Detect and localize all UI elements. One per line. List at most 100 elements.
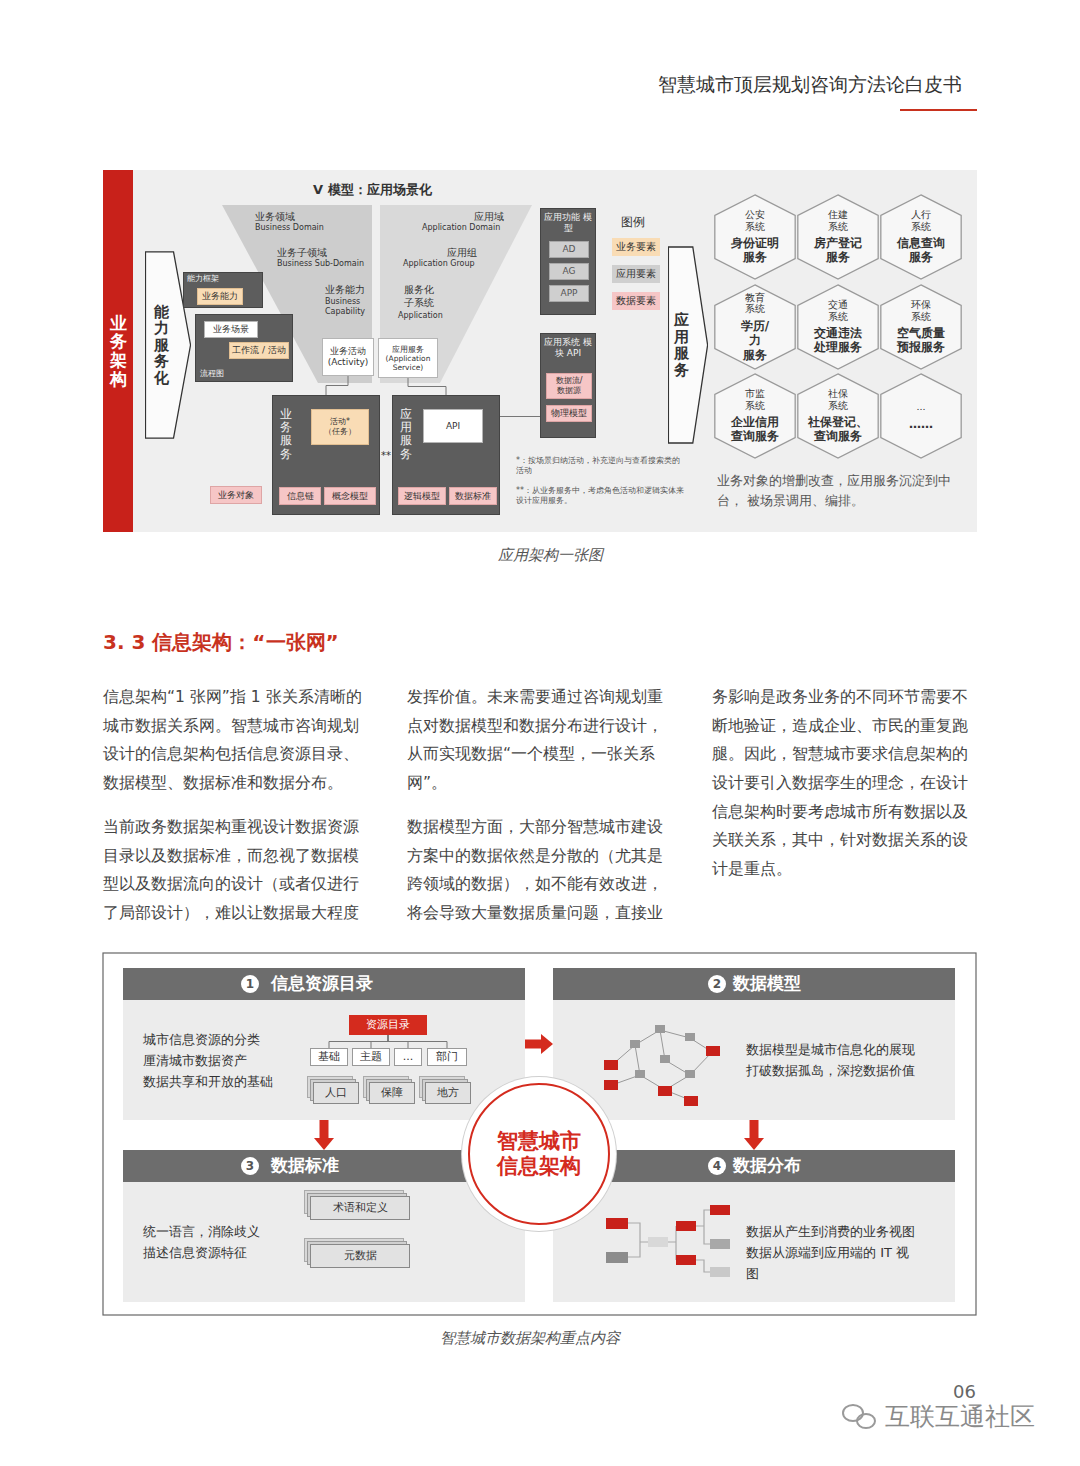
- label-text: Business Domain: [255, 223, 324, 233]
- label-text: Business Sub-Domain: [277, 259, 364, 269]
- node-text: APP: [560, 288, 577, 299]
- element-box: APP: [549, 285, 589, 302]
- catalog-card: 地方: [425, 1082, 471, 1104]
- node-text: 人口: [325, 1086, 347, 1099]
- node-text: 信息资源目录: [271, 973, 373, 994]
- service-hexagon: ...……: [880, 373, 962, 459]
- label-text: **：从业务服务中，考虑角色活动和逻辑实体来设计应用服务。: [516, 486, 684, 506]
- node-text: ...: [403, 1050, 414, 1063]
- label-text: 数据模型方面，大部分智慧城市建设方案中的数据依然是分散的（尤其是跨领域的数据），…: [407, 813, 675, 928]
- node-text: 社保登记、 查询服务: [808, 415, 868, 444]
- node-text: 环保 系统: [911, 299, 931, 322]
- node-text: ...: [916, 401, 925, 412]
- label-text: 互联互通社区: [885, 1401, 1035, 1432]
- node-text: 能力框架: [187, 274, 219, 284]
- node-text: 空气质量 预报服务: [897, 326, 945, 355]
- callout-number: 4: [708, 1157, 726, 1175]
- connector: [326, 376, 348, 395]
- catalog-box: ...: [394, 1048, 422, 1066]
- label-text: Business Capability: [325, 297, 377, 317]
- label-text: 服务化 子系统: [404, 284, 434, 309]
- node-text: 交通违法 处理服务: [814, 326, 862, 355]
- label-text: 智慧城市数据架构重点内容: [440, 1329, 620, 1348]
- node-text: 保障: [381, 1086, 403, 1099]
- outline: [798, 374, 878, 458]
- element-box: 业务能力: [197, 288, 243, 305]
- node-text: 企业信用 查询服务: [731, 415, 779, 444]
- catalog-card: 保障: [369, 1082, 415, 1104]
- label-text: 3. 3 信息架构：“一张网”: [103, 630, 339, 655]
- label-text: 发挥价值。未来需要通过咨询规划重点对数据模型和数据分布进行设计，从而实现数据“一…: [407, 683, 675, 798]
- outline: [798, 285, 878, 369]
- connector: [408, 378, 446, 395]
- service-hexagon: 公安 系统身份证明 服务: [714, 194, 796, 280]
- callout-number: 1: [241, 975, 259, 993]
- node-text: 数据标准: [455, 491, 491, 502]
- outline: [881, 285, 961, 369]
- label-text: 应用域: [474, 211, 504, 224]
- figure-frame: [103, 953, 976, 1315]
- catalog-root: 资源目录: [349, 1015, 427, 1035]
- service-box: 应用服务 (Application Service): [378, 338, 438, 378]
- header-rule: [900, 109, 977, 111]
- edge-label: **: [380, 450, 392, 461]
- node-text: 数据流/ 数据源: [556, 376, 583, 395]
- outline: [798, 195, 878, 279]
- node-text: API: [446, 421, 460, 432]
- node-text: 住建 系统: [828, 209, 848, 232]
- outline: [668, 247, 707, 443]
- watermark-icon: [843, 1405, 875, 1428]
- node-text: 业务活动 (Activity): [328, 346, 369, 368]
- node-text: 应用功能 模型: [541, 212, 595, 235]
- node-text: 应用系统 模块 API: [541, 337, 595, 360]
- connector: [320, 1120, 329, 1138]
- connector: [525, 1040, 541, 1049]
- node-text: 应用服务: [400, 408, 412, 461]
- page-header: 智慧城市顶层规划咨询方法论白皮书: [658, 73, 962, 97]
- legend-swatch: 数据要素: [612, 292, 660, 310]
- legend-swatch: 应用要素: [612, 265, 660, 283]
- node-text: AD: [562, 244, 575, 255]
- element-box: AD: [549, 241, 589, 258]
- node-text: 逻辑模型: [404, 491, 440, 502]
- connector: [371, 1035, 388, 1048]
- node-text: 业务场景: [213, 324, 249, 335]
- label-text: 务影响是政务业务的不同环节需要不断地验证，造成企业、市民的重复跑腿。因此，智慧城…: [712, 683, 980, 884]
- node-text: 社保 系统: [828, 388, 848, 411]
- content-panel: 数据标准统一语言，消除歧义 描述信息资源特征术语和定义元数据: [123, 1150, 525, 1302]
- label-text: 应用组: [447, 247, 477, 260]
- label-text: Application: [398, 311, 443, 321]
- chevron-arrow: 应用服务: [668, 245, 708, 445]
- service-group: 业务服务活动* （任务）信息链概念模型: [272, 395, 380, 515]
- node-text: 身份证明 服务: [731, 236, 779, 265]
- outline: [881, 374, 961, 458]
- node-text: 物理模型: [551, 408, 587, 419]
- diagram-ground: [103, 170, 977, 532]
- service-group: 应用服务 API 逻辑模型 数据标准: [392, 395, 500, 515]
- label-text: Application Group: [403, 259, 475, 269]
- panel-grounds: [123, 968, 955, 1302]
- catalog-card: 人口: [313, 1082, 359, 1104]
- service-hexagon: 人行 系统信息查询 服务: [880, 194, 962, 280]
- node-text: 应用服务: [674, 312, 689, 378]
- service-hexagon: 社保 系统社保登记、 查询服务: [797, 373, 879, 459]
- element-box: 物理模型: [546, 405, 592, 422]
- node-text: 工作流 / 活动: [232, 345, 286, 356]
- hexagon-outline: [880, 373, 962, 459]
- element-box: 数据流/ 数据源: [546, 373, 592, 399]
- standard-card: 术语和定义: [310, 1196, 410, 1220]
- node-text: 业务架构: [110, 314, 127, 389]
- node-text: 交通 系统: [828, 299, 848, 322]
- label-text: 业务对象的增删改查，应用服务沉淀到中台， 被场景调用、编排。: [717, 471, 973, 511]
- node-text: 主题: [360, 1050, 382, 1063]
- node-text: 数据从产生到消费的业务视图 数据从源端到应用端的 IT 视图: [746, 1222, 922, 1284]
- element-box: 信息链: [279, 487, 321, 505]
- service-hexagon: 住建 系统房产登记 服务: [797, 194, 879, 280]
- node-text: 术语和定义: [333, 1201, 388, 1214]
- v-model-right: [380, 205, 532, 383]
- node-text: 数据模型: [733, 973, 801, 994]
- connector: [500, 416, 540, 417]
- service-hexagon: 市监 系统企业信用 查询服务: [714, 373, 796, 459]
- label-text: 当前政务数据架构重视设计数据资源目录以及数据标准，而忽视了数据模型以及数据流向的…: [103, 813, 371, 928]
